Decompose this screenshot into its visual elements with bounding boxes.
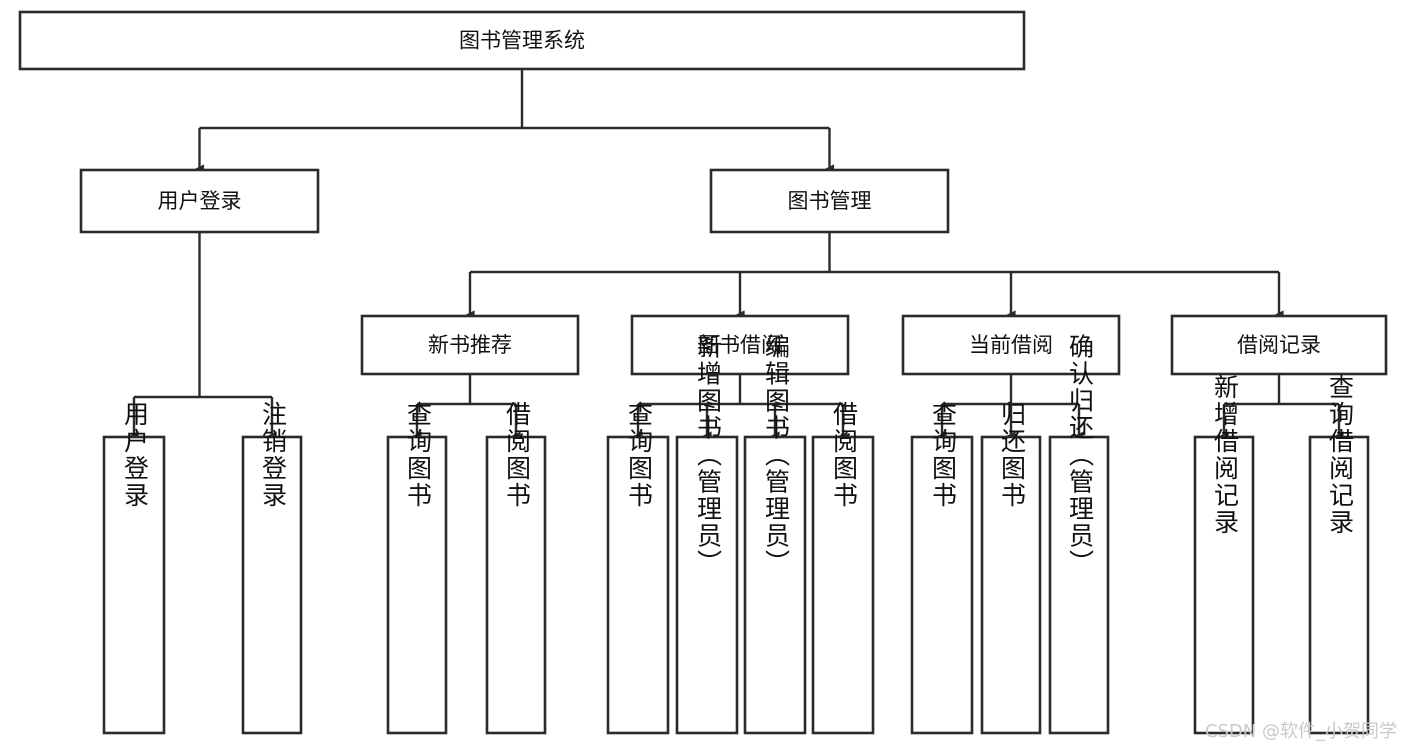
node-leaf-borrow-book-2[interactable]: 借阅图书 [811,401,875,735]
node-leaf-borrow-book-2-box[interactable] [811,435,875,735]
node-leaf-return-book-box[interactable] [980,435,1042,735]
node-book-borrow-label: 图书借阅 [698,333,782,357]
node-borrow-record[interactable]: 借阅记录 [1170,314,1388,376]
node-leaf-query-book-2-label: 查询图书 [625,401,654,509]
node-leaf-confirm-return-label: 确认归还（管理员） [1066,334,1095,577]
node-book-manage-box[interactable] [709,168,950,234]
level2-nodes: 新书推荐 图书借阅 当前借阅 借阅记录 [360,314,1388,376]
node-leaf-add-book-label: 新增图书（管理员） [694,334,723,577]
node-book-manage-label: 图书管理 [788,189,872,213]
node-root-label: 图书管理系统 [459,29,585,53]
node-leaf-query-book-3[interactable]: 查询图书 [910,401,974,735]
node-current-borrow-label: 当前借阅 [969,333,1053,357]
node-leaf-query-book-1[interactable]: 查询图书 [386,401,448,735]
node-user-login-label: 用户登录 [158,189,242,213]
node-leaf-query-book-1-box[interactable] [386,435,448,735]
node-leaf-user-login-label: 用户登录 [121,401,150,509]
node-current-borrow[interactable]: 当前借阅 [901,314,1121,376]
node-leaf-user-logout-label: 注销登录 [259,401,288,509]
node-leaf-confirm-return[interactable]: 确认归还（管理员） [1048,334,1110,735]
node-leaf-query-record-label: 查询借阅记录 [1326,374,1355,536]
node-leaf-borrow-book-1[interactable]: 借阅图书 [485,401,547,735]
level1-nodes: 用户登录 图书管理 [79,168,950,234]
node-leaf-add-record-label: 新增借阅记录 [1211,374,1240,536]
node-leaf-query-record[interactable]: 查询借阅记录 [1308,374,1370,735]
leaf-nodes: 用户登录 注销登录 查询图书 借阅图书 查询图书 新增图书（管理员） 编辑图书（管理员） 借阅… [102,334,1370,735]
node-leaf-query-book-2-box[interactable] [606,435,670,735]
node-leaf-query-book-3-box[interactable] [910,435,974,735]
node-leaf-borrow-book-2-label: 借阅图书 [830,401,859,509]
node-leaf-user-login-box[interactable] [102,435,166,735]
node-leaf-query-book-2[interactable]: 查询图书 [606,401,670,735]
connector-lines [129,69,1344,441]
node-root[interactable]: 图书管理系统 [18,10,1026,71]
node-leaf-add-record[interactable]: 新增借阅记录 [1193,374,1255,735]
node-borrow-record-label: 借阅记录 [1237,333,1321,357]
node-leaf-user-logout-box[interactable] [241,435,303,735]
node-new-book-rec-label: 新书推荐 [428,333,512,357]
node-user-login-box[interactable] [79,168,320,234]
node-leaf-edit-book-box[interactable] [743,435,807,735]
node-book-manage[interactable]: 图书管理 [709,168,950,234]
node-leaf-borrow-book-1-label: 借阅图书 [503,401,532,509]
node-leaf-user-logout[interactable]: 注销登录 [241,401,303,735]
node-leaf-add-book-box[interactable] [675,435,739,735]
node-leaf-return-book[interactable]: 归还图书 [980,401,1042,735]
node-new-book-rec[interactable]: 新书推荐 [360,314,580,376]
node-leaf-borrow-book-1-box[interactable] [485,435,547,735]
node-leaf-add-record-box[interactable] [1193,435,1255,735]
node-book-borrow[interactable]: 图书借阅 [630,314,850,376]
node-current-borrow-box[interactable] [901,314,1121,376]
node-leaf-confirm-return-box[interactable] [1048,435,1110,735]
node-leaf-add-book[interactable]: 新增图书（管理员） [675,334,739,735]
node-root-box[interactable] [18,10,1026,71]
node-leaf-query-book-3-label: 查询图书 [929,401,958,509]
node-leaf-return-book-label: 归还图书 [998,401,1027,509]
node-leaf-edit-book[interactable]: 编辑图书（管理员） [743,334,807,735]
node-leaf-edit-book-label: 编辑图书（管理员） [762,334,791,577]
node-leaf-query-record-box[interactable] [1308,435,1370,735]
node-leaf-user-login[interactable]: 用户登录 [102,401,166,735]
node-borrow-record-box[interactable] [1170,314,1388,376]
node-book-borrow-box[interactable] [630,314,850,376]
node-new-book-rec-box[interactable] [360,314,580,376]
node-leaf-query-book-1-label: 查询图书 [404,401,433,509]
node-user-login[interactable]: 用户登录 [79,168,320,234]
